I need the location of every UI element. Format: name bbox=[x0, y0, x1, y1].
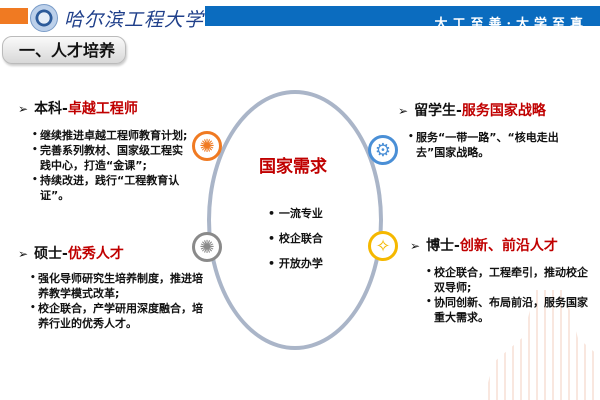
aperture-icon: ✺ bbox=[192, 131, 222, 161]
list-item: 持续改进，践行“工程教育认证”。 bbox=[32, 173, 193, 203]
center-bullet: • 一流专业 bbox=[268, 207, 323, 220]
center-ring bbox=[207, 90, 383, 350]
block-heading: ➢ 博士-创新、前沿人才 bbox=[410, 235, 590, 255]
aperture-icon: ✺ bbox=[192, 232, 222, 262]
block-master: ➢ 硕士-优秀人才 强化导师研究生培养制度，推进培养教学模式改革; 校企联合，产学… bbox=[18, 243, 203, 331]
school-name: 哈尔滨工程大学 bbox=[64, 9, 205, 31]
heading-prefix: 本科- bbox=[34, 101, 68, 117]
center-bullet: • 开放办学 bbox=[268, 257, 323, 270]
list-item: 继续推进卓越工程师教育计划; bbox=[32, 128, 193, 143]
header-accent-bar bbox=[0, 8, 28, 24]
list-item: 校企联合，工程牵引，推动校企双导师; bbox=[426, 265, 590, 295]
gear-icon: ⚙ bbox=[368, 135, 398, 165]
center-bullet-text: 开放办学 bbox=[278, 257, 323, 270]
list-item: 强化导师研究生培养制度，推进培养教学模式改革; bbox=[30, 271, 203, 301]
block-doctoral: ➢ 博士-创新、前沿人才 校企联合，工程牵引，推动校企双导师; 协同创新、布局前沿… bbox=[410, 235, 590, 325]
compass-icon: ✧ bbox=[368, 231, 398, 261]
center-bullet: • 校企联合 bbox=[268, 232, 323, 245]
arrow-icon: ➢ bbox=[398, 104, 409, 118]
center-bullet-text: 校企联合 bbox=[278, 232, 323, 245]
arrow-icon: ➢ bbox=[410, 239, 421, 253]
list-item: 协同创新、布局前沿，服务国家重大需求。 bbox=[426, 295, 590, 325]
heading-prefix: 博士- bbox=[426, 238, 460, 254]
university-logo bbox=[30, 4, 58, 32]
heading-highlight: 卓越工程师 bbox=[67, 101, 138, 117]
arrow-icon: ➢ bbox=[18, 102, 29, 116]
heading-prefix: 硕士- bbox=[34, 246, 68, 262]
list-item: 校企联合，产学研用深度融合，培养行业的优秀人才。 bbox=[30, 301, 203, 331]
block-heading: ➢ 留学生-服务国家战略 bbox=[398, 100, 578, 120]
block-undergrad: ➢ 本科-卓越工程师 继续推进卓越工程师教育计划; 完善系列教材、国家级工程实践中… bbox=[18, 98, 193, 203]
center-bullet-text: 一流专业 bbox=[278, 207, 323, 220]
block-international: ➢ 留学生-服务国家战略 服务“一带一路”、“核电走出去”国家战略。 bbox=[398, 100, 578, 160]
motto: 大工至善·大学至真 bbox=[434, 17, 588, 32]
center-title: 国家需求 bbox=[259, 157, 327, 177]
heading-highlight: 优秀人才 bbox=[67, 246, 124, 262]
arrow-icon: ➢ bbox=[18, 247, 29, 261]
list-item: 完善系列教材、国家级工程实践中心，打造“金课”; bbox=[32, 143, 193, 173]
list-item: 服务“一带一路”、“核电走出去”国家战略。 bbox=[408, 130, 578, 160]
block-heading: ➢ 硕士-优秀人才 bbox=[18, 243, 203, 263]
header-band: 大工至善·大学至真 bbox=[205, 6, 600, 32]
block-heading: ➢ 本科-卓越工程师 bbox=[18, 98, 193, 118]
heading-prefix: 留学生- bbox=[414, 103, 462, 119]
heading-highlight: 创新、前沿人才 bbox=[459, 238, 558, 254]
heading-highlight: 服务国家战略 bbox=[461, 103, 546, 119]
section-title: 一、人才培养 bbox=[2, 36, 126, 64]
